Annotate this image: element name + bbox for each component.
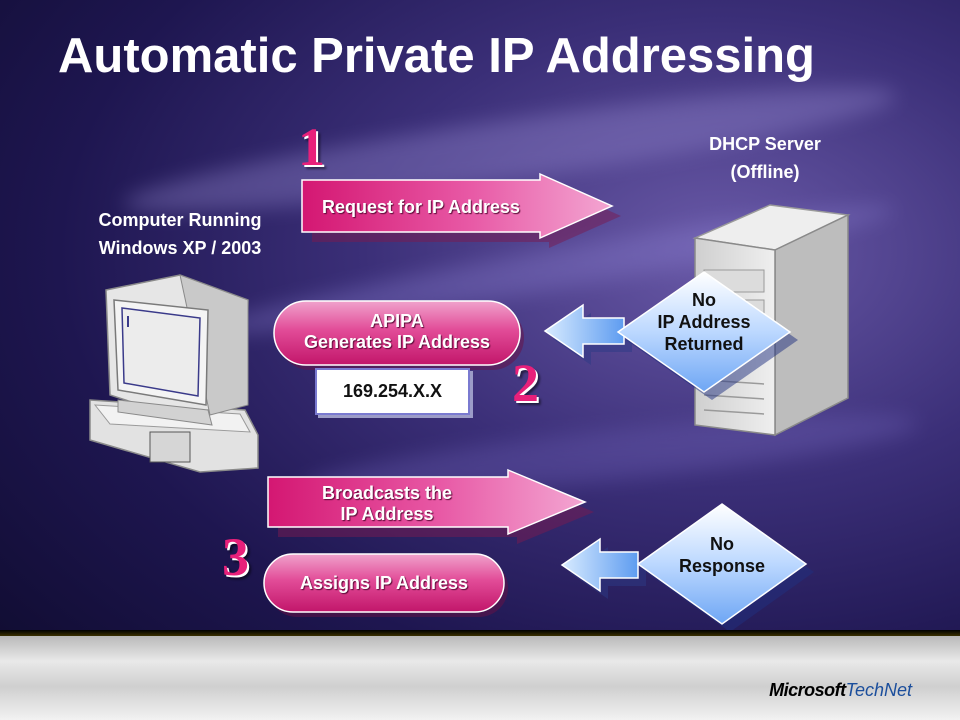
broadcast-arrow-label-line: Broadcasts the (321, 483, 453, 503)
apipa-pill-label-line: APIPA (370, 311, 424, 331)
apipa-pill-label: APIPA Generates IP Address (274, 311, 520, 353)
server-label-line: (Offline) (730, 162, 800, 182)
no-ip-diamond-label-line: No (692, 290, 716, 310)
no-response-diamond (636, 503, 814, 632)
technet-logo: MicrosoftTechNet (769, 680, 912, 701)
no-ip-diamond-label-line: Returned (664, 334, 744, 354)
broadcast-arrow (267, 468, 594, 544)
logo-brand: Microsoft (769, 680, 846, 700)
footer-bar (0, 636, 960, 720)
assign-pill-label-line: Assigns IP Address (299, 573, 469, 593)
ip-address-box: 169.254.X.X (315, 368, 470, 415)
no-ip-diamond-label-line: IP Address (657, 312, 751, 332)
computer-icon (89, 274, 259, 473)
computer-label-line: Computer Running (98, 210, 262, 230)
no-response-diamond-label-line: No (710, 534, 734, 554)
assign-pill (263, 553, 508, 617)
no-ip-diamond-label: No IP Address Returned (634, 289, 774, 355)
step-number: 3 (222, 527, 249, 587)
broadcast-arrow-label-line: IP Address (340, 504, 434, 524)
step-number: 2 (512, 353, 539, 413)
assign-pill-label: Assigns IP Address (264, 573, 504, 594)
no-response-diamond-label-line: Response (678, 556, 766, 576)
request-arrow-label-line: Request for IP Address (321, 197, 521, 217)
step-number: 1 (298, 117, 325, 177)
slide-title: Automatic Private IP Addressing (58, 29, 815, 83)
apipa-pill (273, 300, 524, 370)
server-label: DHCP Server (Offline) (665, 130, 865, 186)
computer-label: Computer Running Windows XP / 2003 (80, 206, 280, 262)
no-address-arrow (543, 303, 632, 365)
logo-product: TechNet (845, 680, 912, 700)
no-response-arrow (560, 537, 646, 599)
broadcast-arrow-label: Broadcasts the IP Address (268, 483, 506, 525)
server-label-line: DHCP Server (709, 134, 821, 154)
request-arrow (301, 172, 621, 248)
request-arrow-label: Request for IP Address (302, 197, 540, 218)
no-response-diamond-label: No Response (652, 533, 792, 577)
computer-label-line: Windows XP / 2003 (98, 238, 262, 258)
apipa-pill-label-line: Generates IP Address (303, 332, 491, 352)
no-ip-diamond (616, 271, 798, 400)
